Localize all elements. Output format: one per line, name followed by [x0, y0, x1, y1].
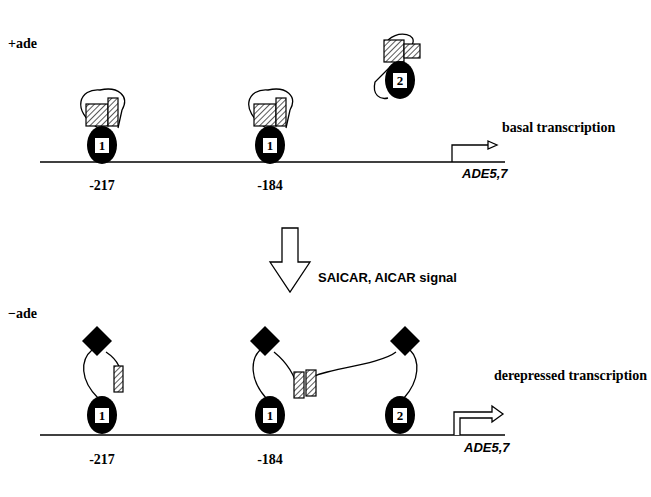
- binding-protein-circle: 1: [87, 126, 117, 164]
- binding-protein-circle: 1: [255, 126, 285, 164]
- position-number: -184: [257, 452, 283, 468]
- position-number: -184: [257, 178, 283, 194]
- hatched-domain: [86, 104, 108, 126]
- ligand-diamond: [82, 326, 112, 356]
- transcription-note: derepressed transcription: [494, 368, 647, 384]
- hatched-domain: [404, 44, 420, 58]
- transcription-note: basal transcription: [502, 120, 615, 136]
- gene-name: ADE5,7: [464, 440, 510, 455]
- factor-number: 1: [263, 138, 277, 153]
- arrowhead: [488, 141, 497, 149]
- factor-number: 2: [393, 73, 407, 88]
- dna-line: [40, 434, 505, 435]
- factor-number: 1: [95, 408, 109, 423]
- binding-protein-circle: 2: [385, 396, 415, 434]
- factor-number: 1: [263, 408, 277, 423]
- hatched-domain: [294, 372, 304, 398]
- hatched-domain: [254, 104, 276, 126]
- hatched-domain: [384, 40, 404, 62]
- binding-protein-circle: 1: [87, 396, 117, 434]
- ligand-diamond: [250, 326, 280, 356]
- signal-label: SAICAR, AICAR signal: [318, 270, 457, 285]
- protein-loop: [249, 89, 293, 128]
- position-number: -217: [89, 452, 115, 468]
- binding-protein-circle: 2: [385, 61, 415, 99]
- hatched-domain: [108, 98, 118, 126]
- hatched-domain: [276, 98, 286, 126]
- factor-number: 1: [95, 138, 109, 153]
- protein-loop: [253, 350, 266, 398]
- hatched-domain: [306, 370, 316, 396]
- tss-arrow: [452, 145, 488, 162]
- condition-label: −ade: [8, 306, 37, 322]
- condition-label: +ade: [8, 36, 37, 52]
- protein-loop: [84, 350, 98, 398]
- protein-loop: [404, 350, 417, 398]
- hatched-domain: [114, 366, 123, 392]
- protein-loop: [81, 89, 125, 128]
- binding-protein-circle: 1: [255, 396, 285, 434]
- gene-name: ADE5,7: [462, 166, 508, 181]
- position-number: -217: [89, 178, 115, 194]
- ligand-diamond: [390, 326, 420, 356]
- protein-loop: [312, 352, 396, 378]
- tss-arrow: [454, 406, 503, 435]
- factor-number: 2: [393, 408, 407, 423]
- signal-arrow: [270, 228, 310, 292]
